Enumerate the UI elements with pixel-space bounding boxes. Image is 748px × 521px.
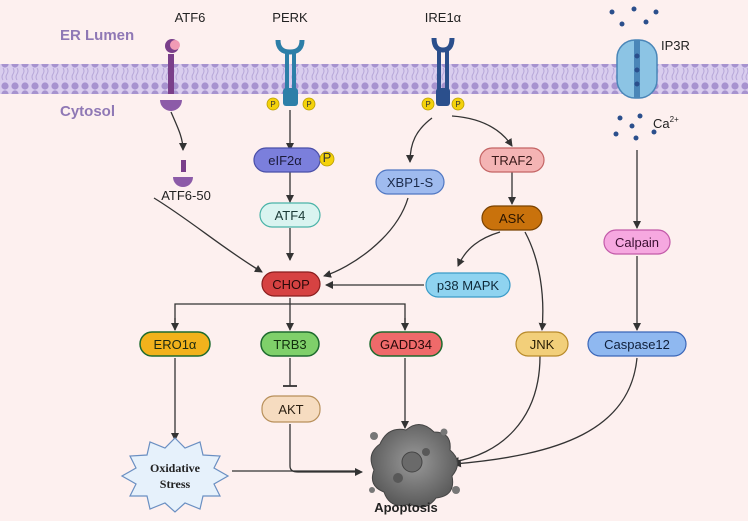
apoptosis-label: Apoptosis [374, 500, 438, 515]
calcium-label: Ca2+ [653, 115, 679, 131]
er-lumen-label: ER Lumen [60, 27, 134, 44]
ire1-phospho-left: P [425, 100, 430, 109]
traf2-node: TRAF2 [479, 147, 545, 173]
apoptotic-cell-icon: Apoptosis [369, 424, 460, 515]
ire1-receptor: IRE1α P P [421, 10, 465, 111]
oxidative-stress-node: Oxidative Stress [120, 437, 230, 513]
jnk-label: JNK [530, 337, 555, 352]
oxidative-label-line2: Stress [160, 477, 191, 491]
calpain-node: Calpain [603, 229, 671, 255]
perk-phospho-right: P [306, 100, 311, 109]
trb3-node: TRB3 [260, 331, 320, 357]
ero1a-label: ERO1α [154, 337, 197, 352]
ask-node: ASK [481, 205, 543, 231]
eif2a-phospho: P [323, 150, 332, 165]
gadd34-label: GADD34 [380, 337, 432, 352]
trb3-label: TRB3 [273, 337, 306, 352]
chop-node: CHOP [261, 271, 321, 297]
gadd34-node: GADD34 [369, 331, 443, 357]
xbp1s-label: XBP1-S [387, 175, 434, 190]
traf2-label: TRAF2 [491, 153, 532, 168]
cytosol-label: Cytosol [60, 103, 115, 120]
xbp1s-node: XBP1-S [375, 169, 445, 195]
perk-label: PERK [272, 10, 308, 25]
ero1a-node: ERO1α [139, 331, 211, 357]
p38-mapk-node: p38 MAPK [425, 272, 511, 298]
perk-receptor: PERK P P [266, 10, 316, 111]
chop-label: CHOP [272, 277, 310, 292]
atf4-label: ATF4 [275, 208, 306, 223]
perk-phospho-left: P [270, 100, 275, 109]
atf6-label: ATF6 [175, 10, 206, 25]
ire1-label: IRE1α [425, 10, 462, 25]
ip3r-label: IP3R [661, 38, 690, 53]
atf4-node: ATF4 [259, 202, 321, 228]
ip3r-channel: IP3R Ca2+ [609, 6, 690, 141]
ask-label: ASK [499, 211, 525, 226]
eif2a-label: eIF2α [268, 153, 302, 168]
akt-node: AKT [261, 395, 321, 423]
jnk-node: JNK [515, 331, 569, 357]
calpain-label: Calpain [615, 235, 659, 250]
pathway-arrows [153, 110, 641, 476]
atf6-receptor: ATF6 [160, 10, 205, 111]
oxidative-label-line1: Oxidative [150, 461, 201, 475]
ire1-phospho-right: P [455, 100, 460, 109]
akt-label: AKT [278, 402, 303, 417]
atf6-50-node: ATF6-50 [161, 160, 211, 203]
caspase12-label: Caspase12 [604, 337, 670, 352]
eif2a-node: eIF2α P [253, 147, 335, 173]
atf6-50-label: ATF6-50 [161, 188, 211, 203]
caspase12-node: Caspase12 [587, 331, 687, 357]
p38-mapk-label: p38 MAPK [437, 278, 499, 293]
